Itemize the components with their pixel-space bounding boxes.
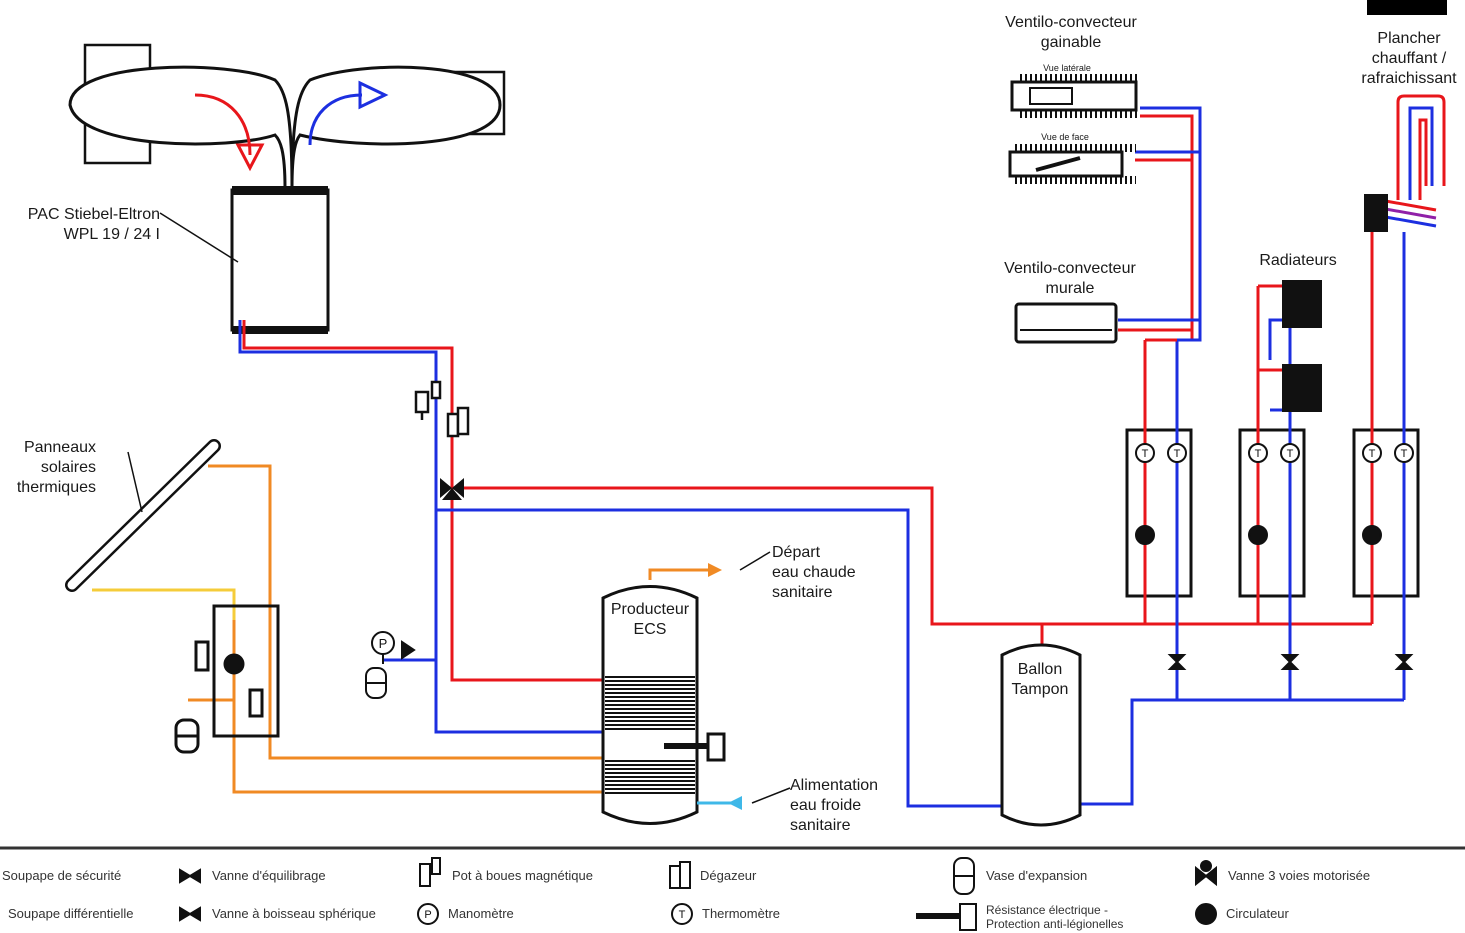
thermo-letter: T — [1369, 448, 1376, 460]
side-view-label: Vue latérale — [1043, 63, 1091, 73]
floor-manifold — [1364, 194, 1388, 232]
legend-icon-letters: P T — [424, 909, 685, 921]
hot-water-outlet — [648, 568, 712, 580]
dhw-tank — [601, 585, 726, 825]
corner-badge — [1367, 0, 1447, 15]
cold-water-label: Alimentation eau froide sanitaire — [790, 776, 878, 836]
legend-manometer: Manomètre — [448, 906, 514, 921]
thermo-letter: T — [1174, 448, 1181, 460]
cold-water-label-line: sanitaire — [790, 817, 851, 834]
hot-water-label-line: sanitaire — [772, 584, 833, 601]
legend-magnetic-pot: Pot à boues magnétique — [452, 868, 593, 883]
solar-station — [174, 604, 280, 754]
cold-water-label-line: Alimentation — [790, 777, 879, 794]
hot-water-label-line: eau chaude — [772, 564, 856, 581]
wall-label-line: Ventilo-convecteur — [1004, 260, 1136, 277]
front-view-label: Vue de face — [1041, 132, 1089, 142]
buffer-tank-label: Ballon Tampon — [1000, 660, 1080, 700]
solar-panels-label: Panneaux solaires thermiques — [0, 438, 96, 498]
buffer-label-line: Tampon — [1011, 681, 1069, 698]
thermo-letter: T — [1255, 448, 1262, 460]
radiator — [1282, 280, 1322, 328]
three-way-valve-symbol — [440, 478, 464, 500]
ducted-fan-coil — [1008, 74, 1140, 184]
wall-fan-coil-label: Ventilo-convecteur murale — [988, 259, 1152, 299]
heat-pump-label-line: WPL 19 / 24 I — [63, 226, 160, 243]
solar-label-line: Panneaux — [23, 439, 96, 456]
module-symbols — [1135, 443, 1414, 670]
cold-water-label-line: eau froide — [790, 797, 862, 814]
thermo-letter: T — [1142, 448, 1149, 460]
legend-thermometer: Thermomètre — [702, 906, 781, 921]
manometer-letter: P — [379, 636, 388, 651]
dhw-label-line: ECS — [633, 621, 667, 638]
manometer-group — [365, 631, 416, 699]
degasser-symbol — [446, 406, 470, 438]
wall-label-line: murale — [1045, 280, 1095, 297]
solar-label-line: thermiques — [16, 479, 96, 496]
heat-pump-loop — [238, 320, 1404, 808]
hot-water-label-line: Départ — [772, 544, 821, 561]
heat-pump — [68, 43, 506, 334]
legend-three-way-valve: Vanne 3 voies motorisée — [1228, 868, 1371, 883]
solar-loop — [92, 464, 604, 794]
hot-water-label: Départ eau chaude sanitaire — [772, 543, 856, 603]
legend-diff-valve: Soupape différentielle — [8, 906, 134, 921]
heat-pump-label: PAC Stiebel-Eltron WPL 19 / 24 I — [8, 205, 160, 245]
floor-label-line: chauffant / — [1371, 50, 1447, 67]
heat-pump-label-line: PAC Stiebel-Eltron — [27, 206, 160, 223]
radiators-label: Radiateurs — [1259, 252, 1337, 269]
ducted-label-line: Ventilo-convecteur — [1005, 14, 1137, 31]
floor-heating-loops — [1379, 94, 1446, 228]
floor-label-line: Plancher — [1377, 30, 1441, 47]
legend-safety-valve: Soupape de sécurité — [2, 868, 122, 883]
dhw-label: Producteur ECS — [602, 600, 698, 640]
ducted-label-line: gainable — [1040, 34, 1102, 51]
magnetic-pot-symbol — [414, 380, 442, 420]
legend-expansion-vessel: Vase d'expansion — [986, 868, 1088, 883]
distribution-modules — [1125, 232, 1420, 700]
buffer-tank — [1000, 643, 1082, 827]
fan-coil-piping — [1118, 106, 1202, 342]
dhw-label-line: Producteur — [610, 601, 690, 618]
floor-label: Plancher chauffant / rafraichissant — [1354, 29, 1464, 89]
legend-balancing-valve: Vanne d'équilibrage — [212, 868, 326, 883]
radiator — [1282, 364, 1322, 412]
solar-label-line: solaires — [40, 459, 96, 476]
ducted-fan-coil-label: Ventilo-convecteur gainable — [990, 13, 1152, 53]
legend-heater-line: Résistance électrique - — [986, 903, 1109, 917]
legend-ball-valve: Vanne à boisseau sphérique — [212, 906, 376, 921]
legend-heater: Résistance électrique - Protection anti-… — [986, 903, 1123, 931]
legend-heater-line: Protection anti-légionelles — [986, 917, 1124, 931]
buffer-label-line: Ballon — [1017, 661, 1063, 678]
legend-icons — [179, 857, 1217, 931]
thermometer-legend-letter: T — [679, 909, 686, 921]
thermometer-letters: T T T T T T — [1142, 448, 1408, 460]
thermo-letter: T — [1287, 448, 1294, 460]
legend-circulator: Circulateur — [1226, 906, 1289, 921]
thermo-letter: T — [1401, 448, 1408, 460]
solar-panel — [65, 439, 221, 592]
wall-fan-coil — [1014, 302, 1118, 344]
manometer-legend-letter: P — [424, 909, 431, 921]
floor-label-line: rafraichissant — [1361, 70, 1457, 87]
legend-degasser: Dégazeur — [700, 868, 757, 883]
